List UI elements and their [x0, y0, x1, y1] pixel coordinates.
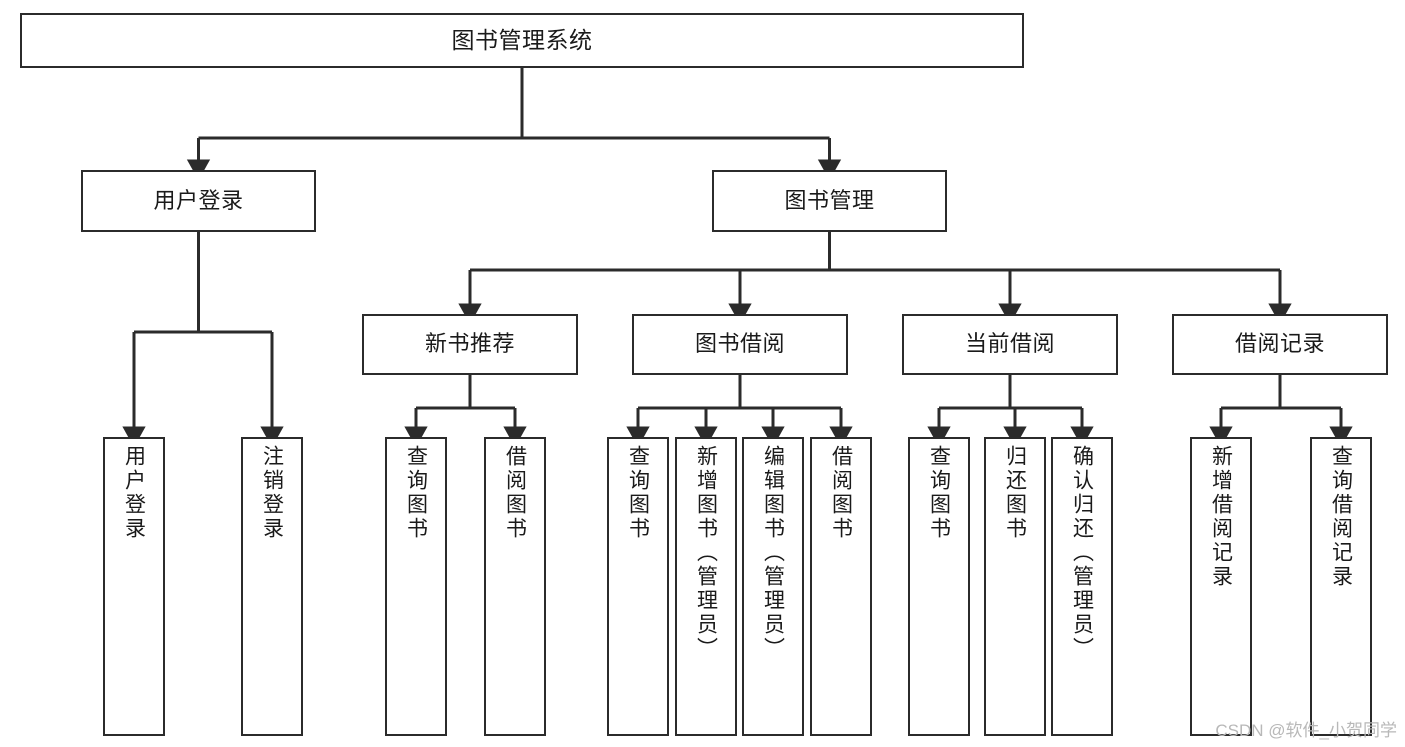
node-current-borrowing[interactable]: 当前借阅: [902, 314, 1118, 375]
node-leaf-borrow-book-2[interactable]: 借阅图书: [810, 437, 872, 736]
node-book-management-system[interactable]: 图书管理系统: [20, 13, 1024, 68]
node-label: 新书推荐: [424, 331, 515, 357]
node-label: 借阅记录: [1234, 331, 1325, 357]
node-leaf-user-logout[interactable]: 注销登录: [241, 437, 303, 736]
node-leaf-query-book-3[interactable]: 查询图书: [908, 437, 970, 736]
node-label: 当前借阅: [964, 331, 1055, 357]
node-label: 编辑图书（管理员）: [761, 445, 785, 661]
node-leaf-query-book-1[interactable]: 查询图书: [385, 437, 447, 736]
node-leaf-add-borrow-record[interactable]: 新增借阅记录: [1190, 437, 1252, 736]
node-leaf-return-book[interactable]: 归还图书: [984, 437, 1046, 736]
node-book-borrowing[interactable]: 图书借阅: [632, 314, 848, 375]
node-borrowing-record[interactable]: 借阅记录: [1172, 314, 1388, 375]
node-label: 用户登录: [122, 445, 146, 541]
node-leaf-edit-book-admin[interactable]: 编辑图书（管理员）: [742, 437, 804, 736]
node-leaf-query-book-2[interactable]: 查询图书: [607, 437, 669, 736]
node-label: 借阅图书: [829, 445, 853, 541]
node-label: 用户登录: [153, 187, 244, 213]
node-leaf-add-book-admin[interactable]: 新增图书（管理员）: [675, 437, 737, 736]
node-leaf-confirm-return-admin[interactable]: 确认归还（管理员）: [1051, 437, 1113, 736]
node-label: 图书管理系统: [451, 26, 593, 53]
node-book-management[interactable]: 图书管理: [712, 170, 947, 232]
node-label: 图书管理: [784, 187, 875, 213]
node-label: 注销登录: [260, 445, 284, 541]
node-label: 查询借阅记录: [1329, 445, 1353, 589]
node-leaf-borrow-book-1[interactable]: 借阅图书: [484, 437, 546, 736]
node-new-book-recommendation[interactable]: 新书推荐: [362, 314, 578, 375]
node-label: 新增借阅记录: [1209, 445, 1233, 589]
node-user-login[interactable]: 用户登录: [81, 170, 316, 232]
node-label: 图书借阅: [694, 331, 785, 357]
node-label: 确认归还（管理员）: [1070, 445, 1094, 661]
node-label: 查询图书: [927, 445, 951, 541]
node-label: 查询图书: [626, 445, 650, 541]
node-label: 查询图书: [404, 445, 428, 541]
node-leaf-query-borrow-record[interactable]: 查询借阅记录: [1310, 437, 1372, 736]
node-label: 新增图书（管理员）: [694, 445, 718, 661]
node-label: 借阅图书: [503, 445, 527, 541]
node-leaf-user-login[interactable]: 用户登录: [103, 437, 165, 736]
node-label: 归还图书: [1003, 445, 1027, 541]
